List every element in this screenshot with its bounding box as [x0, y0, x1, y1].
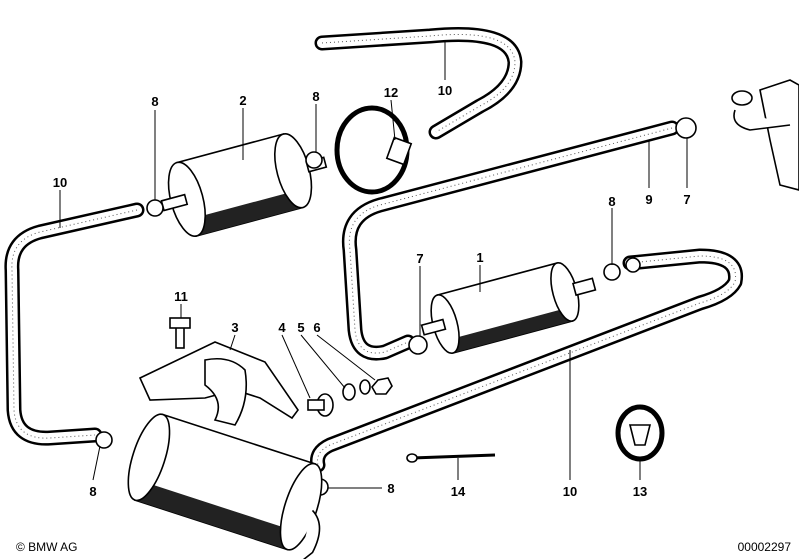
callout-10: 10: [53, 175, 67, 190]
callout-8: 8: [387, 481, 394, 496]
fuel-filter: [160, 133, 328, 237]
callout-8: 8: [312, 89, 319, 104]
callout-7: 7: [683, 192, 690, 207]
callout-10: 10: [438, 83, 452, 98]
callout-2: 2: [239, 93, 246, 108]
callout-12: 12: [384, 85, 398, 100]
callout-4: 4: [278, 320, 286, 335]
hose-top-u: [314, 26, 523, 140]
grommet: [615, 404, 665, 462]
callout-3: 3: [231, 320, 238, 335]
callout-8: 8: [608, 194, 615, 209]
callout-8: 8: [89, 484, 96, 499]
hose-clamp-band: [334, 105, 413, 195]
hose-right-loop: [341, 120, 680, 361]
pressure-accumulator: [127, 413, 323, 559]
callout-9: 9: [645, 192, 652, 207]
callout-1: 1: [476, 250, 483, 265]
callout-7: 7: [416, 251, 423, 266]
copyright-label: © BMW AG: [16, 540, 78, 554]
callout-5: 5: [297, 320, 304, 335]
callout-13: 13: [633, 484, 647, 499]
image-number: 00002297: [737, 540, 791, 554]
hose-lower-right: [310, 248, 744, 473]
rubber-mount-and-nuts: [307, 377, 393, 417]
engine-fragment: [731, 79, 799, 191]
mounting-bracket: [138, 317, 299, 426]
callout-11: 11: [174, 289, 188, 304]
leader-lines: [59, 40, 688, 489]
callout-10: 10: [563, 484, 577, 499]
clamps: [95, 117, 697, 496]
callout-8: 8: [151, 94, 158, 109]
callout-14: 14: [451, 484, 466, 499]
fuel-pump: [420, 261, 597, 355]
callout-6: 6: [313, 320, 320, 335]
hose-left: [4, 202, 145, 446]
vent-tube: [406, 453, 496, 463]
